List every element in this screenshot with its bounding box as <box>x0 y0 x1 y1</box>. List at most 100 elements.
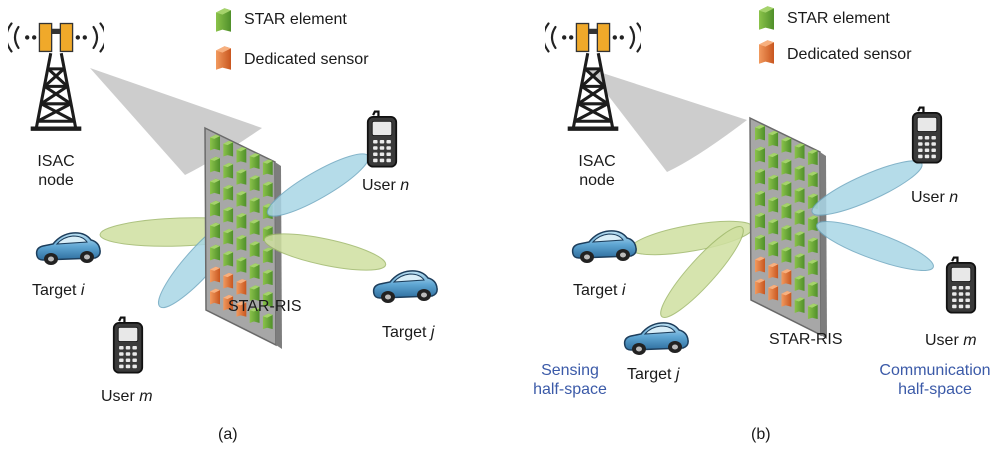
dedicated-sensor-tile <box>768 284 779 301</box>
beam-green-right <box>263 233 387 271</box>
user-m-var: m <box>963 332 977 349</box>
dedicated-sensor-tile <box>236 279 247 295</box>
star-element-tile <box>262 181 273 198</box>
star-element-tile <box>768 152 779 169</box>
target-j-car-icon <box>372 270 438 304</box>
dedicated-sensor-tile <box>210 266 220 283</box>
isac-node-label: ISAC node <box>569 152 625 190</box>
isac-beam <box>587 68 747 172</box>
star-element-tile <box>781 137 792 153</box>
dedicated-sensor-tile <box>755 256 765 273</box>
star-ris-panel <box>749 116 827 339</box>
star-element-tile <box>236 257 247 273</box>
dedicated-sensor-legend-icon <box>759 40 774 64</box>
star-element-tile <box>223 162 234 179</box>
target-j-car-icon <box>623 322 689 356</box>
target-j-var: j <box>430 324 435 341</box>
star-ris-label: STAR-RIS <box>228 298 302 315</box>
user-m-phone-icon <box>112 316 144 374</box>
star-element-tile <box>262 247 273 264</box>
dedicated-sensor-legend-icon <box>216 46 231 70</box>
target-i-label: Target i <box>32 281 84 300</box>
sensing-line2: half-space <box>533 381 607 398</box>
dedicated-sensor-tile <box>768 262 779 279</box>
dedicated-sensor-tile <box>781 291 792 307</box>
caption-a: (a) <box>218 426 238 443</box>
isac-label-line2: node <box>38 172 74 189</box>
star-element-tile <box>210 200 220 217</box>
star-element-tile <box>807 259 818 276</box>
star-element-tile <box>249 197 260 213</box>
star-element-tile <box>210 156 220 173</box>
star-element-tile <box>794 165 805 181</box>
star-element-tile <box>807 215 818 232</box>
target-j-text: Target <box>382 324 431 341</box>
target-i-car-icon <box>35 232 101 266</box>
star-element-tile <box>768 196 779 213</box>
panel-b: STAR element Dedicated sensor ISAC node … <box>497 0 994 456</box>
dedicated-sensor-tile <box>755 278 765 295</box>
star-element-tile <box>223 140 234 157</box>
star-element-tile <box>755 190 765 207</box>
legend-dedicated-sensor: Dedicated sensor <box>244 51 369 68</box>
isac-label-line1: ISAC <box>578 153 616 170</box>
star-element-tile <box>794 275 805 291</box>
user-m-label: User m <box>101 387 153 406</box>
dedicated-sensor-tile <box>210 288 220 305</box>
dedicated-sensor-tile <box>781 269 792 285</box>
communication-half-space-label: Communication half-space <box>875 361 995 399</box>
caption-b: (b) <box>751 426 771 443</box>
star-element-tile <box>223 228 234 245</box>
star-ris-label: STAR-RIS <box>769 331 843 348</box>
star-element-tile <box>236 147 247 163</box>
legend-dedicated-sensor: Dedicated sensor <box>787 46 912 63</box>
star-element-tile <box>807 237 818 254</box>
star-element-tile <box>807 303 818 320</box>
isac-node-label: ISAC node <box>28 152 84 190</box>
star-element-tile <box>210 222 220 239</box>
legend-star-element: STAR element <box>244 11 347 28</box>
star-element-tile <box>249 241 260 257</box>
user-n-text: User <box>362 177 401 194</box>
star-element-tile <box>249 153 260 169</box>
target-j-label: Target j <box>627 365 679 384</box>
beam-green-lower <box>660 226 744 318</box>
user-m-label: User m <box>925 331 977 350</box>
target-i-var: i <box>621 282 626 299</box>
star-element-tile <box>807 149 818 166</box>
user-n-label: User n <box>362 176 409 195</box>
sensing-half-space-label: Sensing half-space <box>523 361 617 399</box>
star-element-tile <box>781 181 792 197</box>
communication-line1: Communication <box>879 362 991 379</box>
user-n-var: n <box>949 189 959 206</box>
user-m-text: User <box>101 388 140 405</box>
target-i-text: Target <box>573 282 622 299</box>
user-n-label: User n <box>911 188 958 207</box>
target-i-var: i <box>80 282 85 299</box>
star-element-tile <box>210 244 220 261</box>
star-element-tile <box>794 209 805 225</box>
star-element-tile <box>210 178 220 195</box>
communication-line2: half-space <box>898 381 972 398</box>
dedicated-sensor-tile <box>223 272 234 289</box>
beam-blue-lower <box>816 221 934 271</box>
star-element-tile <box>236 213 247 229</box>
user-m-text: User <box>925 332 964 349</box>
star-element-tile <box>210 134 220 151</box>
isac-tower-icon <box>8 21 104 133</box>
star-element-tile <box>794 297 805 313</box>
star-element-tile <box>768 174 779 191</box>
star-element-tile <box>755 124 765 141</box>
star-element-tile <box>262 269 273 286</box>
scene-a <box>8 8 438 374</box>
star-element-tile <box>223 184 234 201</box>
star-element-tile <box>236 235 247 251</box>
target-i-car-icon <box>571 230 637 264</box>
star-element-tile <box>236 169 247 185</box>
star-element-tile <box>768 218 779 235</box>
star-element-tile <box>781 203 792 219</box>
legend-star-element: STAR element <box>787 10 890 27</box>
star-element-tile <box>755 234 765 251</box>
star-element-tile <box>755 146 765 163</box>
star-element-tile <box>807 171 818 188</box>
